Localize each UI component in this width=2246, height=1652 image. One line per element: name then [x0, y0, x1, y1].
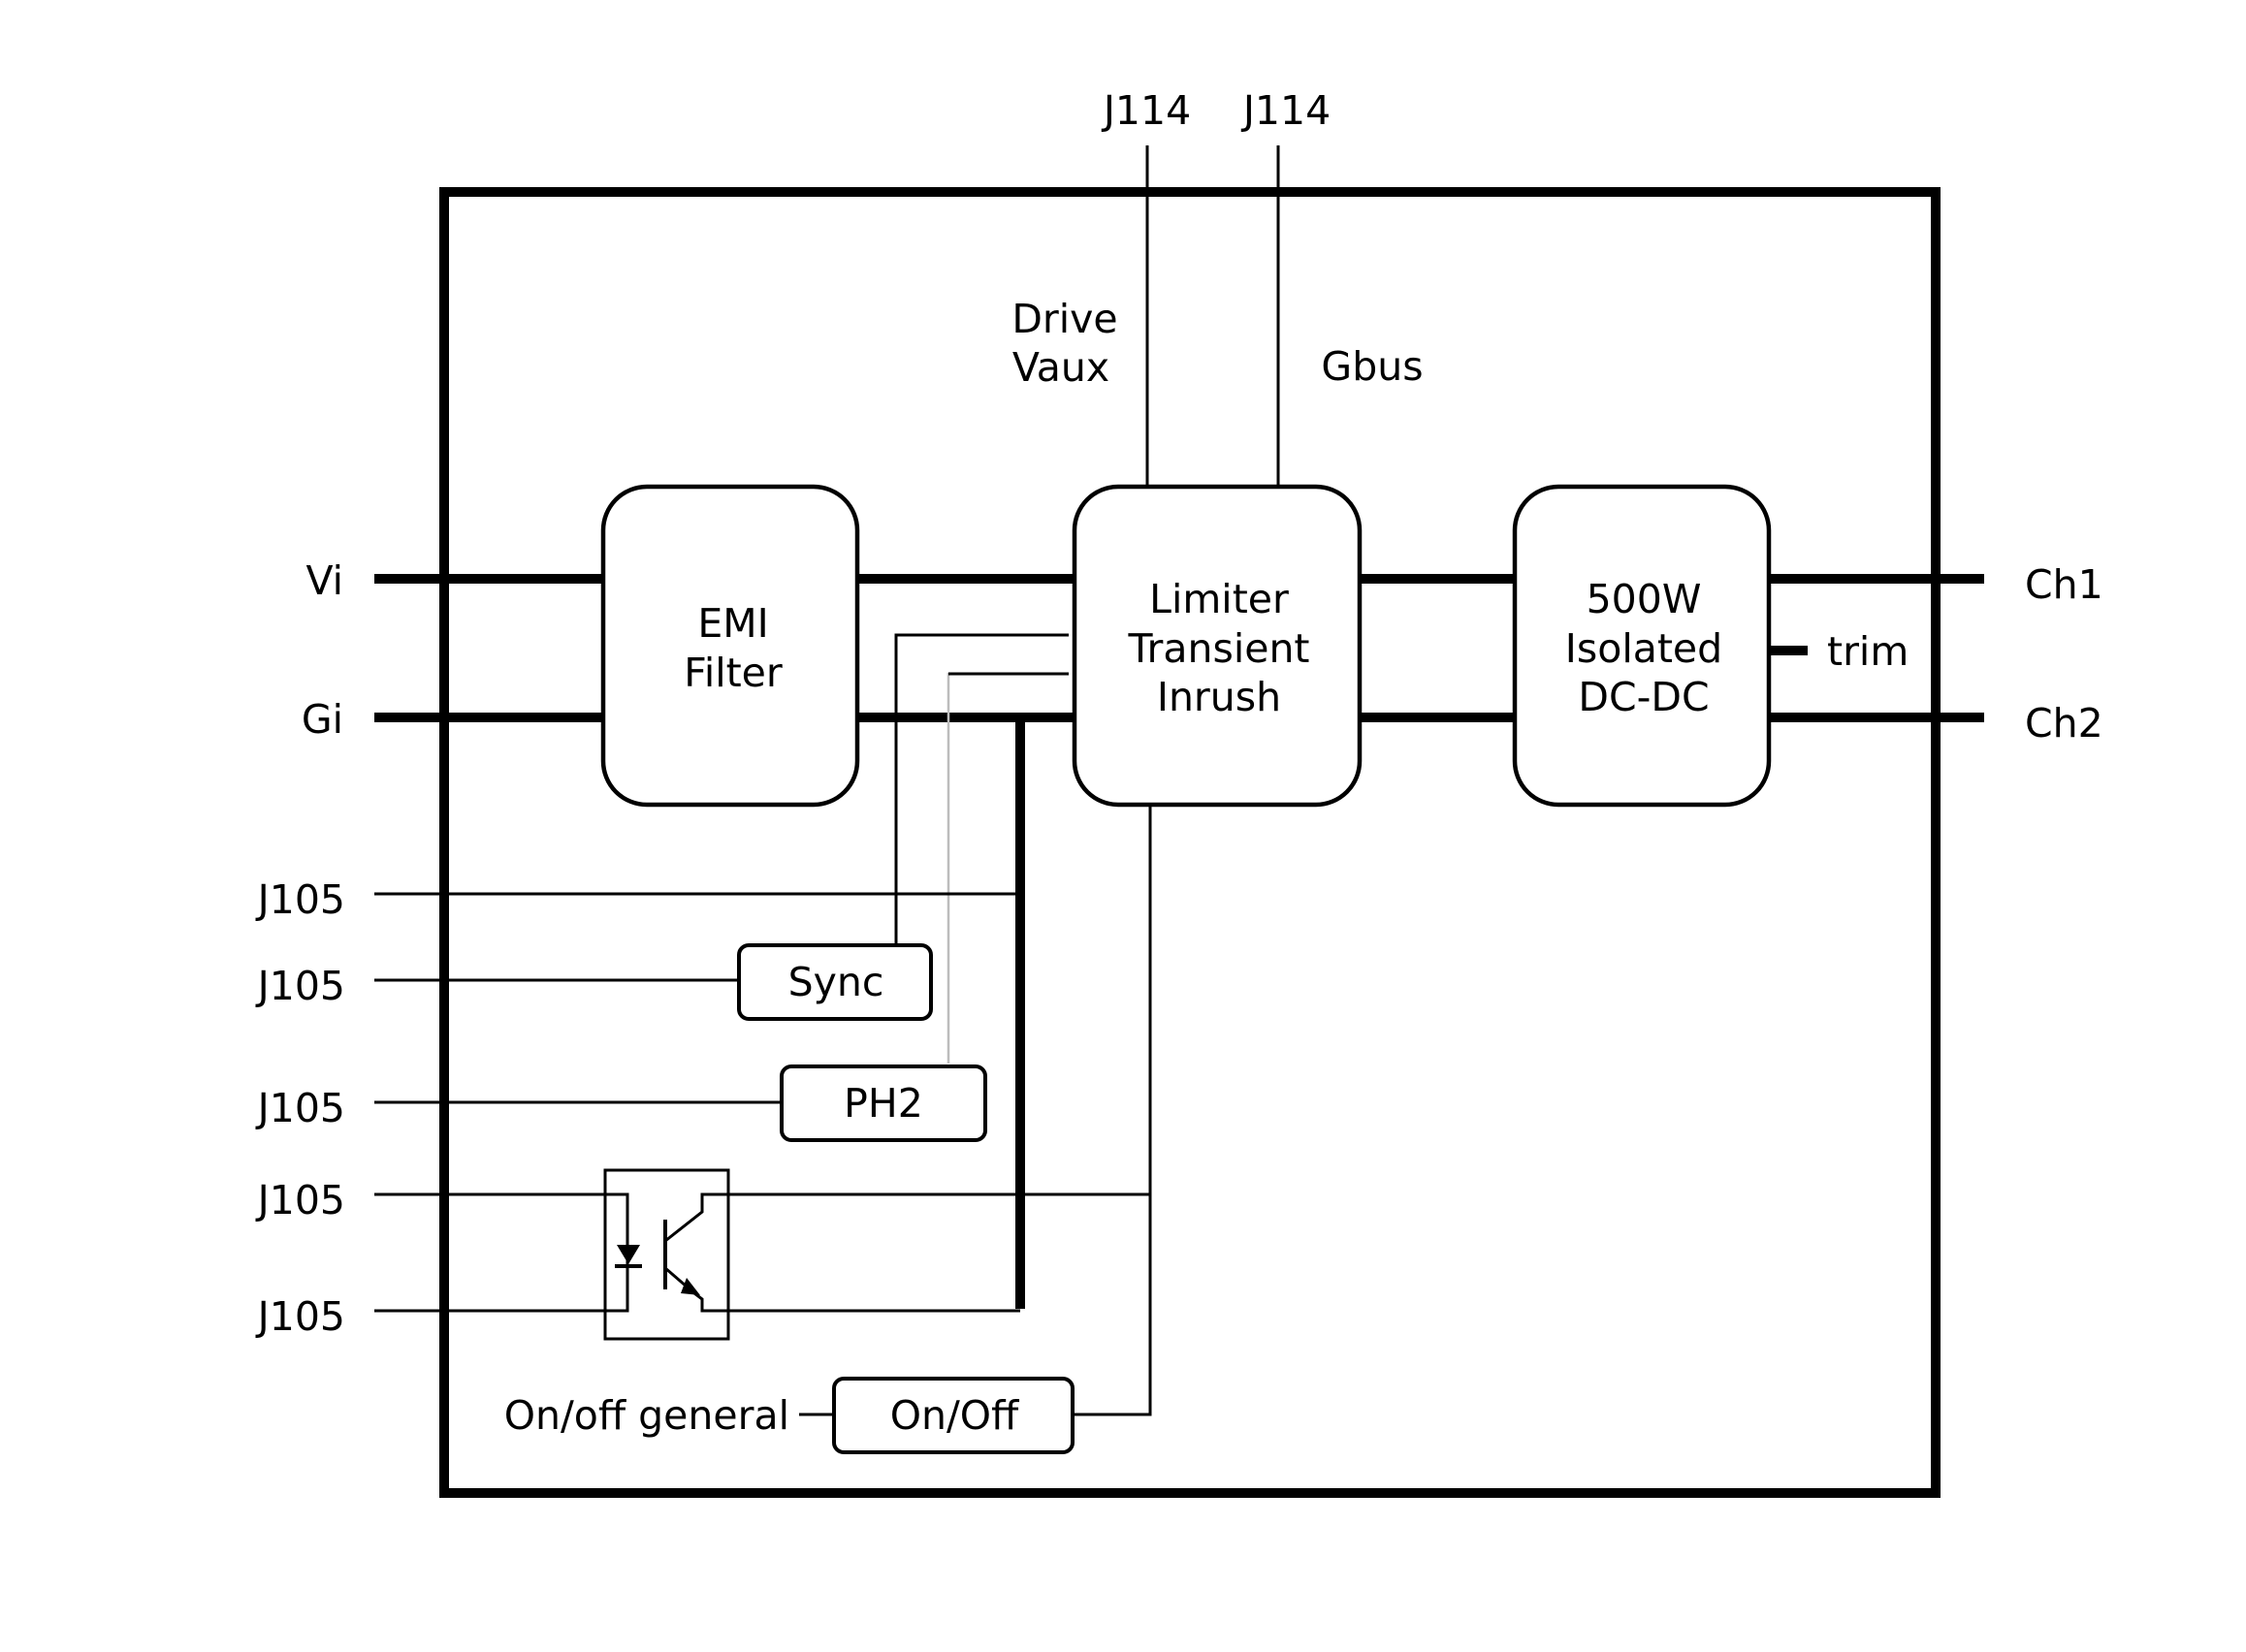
j105-label-3: J105 — [255, 1085, 345, 1131]
dcdc-label-3: DC-DC — [1578, 674, 1709, 720]
ch2-label: Ch2 — [2025, 700, 2103, 747]
j114-label-drive: J114 — [1101, 87, 1191, 134]
trim-label: trim — [1827, 628, 1909, 675]
ch1-label: Ch1 — [2025, 561, 2103, 608]
optocoupler-icon — [594, 1168, 730, 1341]
emi-label-1: EMI — [697, 600, 768, 647]
gbus-label: Gbus — [1321, 343, 1423, 390]
limiter-onoff-line — [1069, 807, 1152, 1416]
j105-line-5 — [374, 1256, 628, 1313]
limiter-label-1: Limiter — [1149, 576, 1289, 622]
j105-label-5: J105 — [255, 1293, 345, 1340]
j105-label-2: J105 — [255, 963, 345, 1009]
limiter-label-3: Inrush — [1157, 674, 1281, 720]
drive-label: Drive — [1011, 296, 1117, 342]
gi-label: Gi — [302, 696, 343, 743]
vi-label: Vi — [305, 557, 343, 604]
j105-label-1: J105 — [255, 876, 345, 923]
emi-label-2: Filter — [684, 650, 783, 696]
j105-line-4 — [374, 1192, 628, 1226]
dcdc-label-1: 500W — [1587, 576, 1702, 622]
limiter-label-2: Transient — [1127, 625, 1309, 672]
module-frame — [439, 187, 1941, 1498]
j105-label-4: J105 — [255, 1177, 345, 1223]
sync-label: Sync — [788, 959, 884, 1005]
emi-filter-block — [600, 484, 860, 808]
dcdc-block — [1512, 484, 1772, 808]
onoff-label: On/Off — [890, 1392, 1020, 1439]
sync-block — [737, 943, 933, 1021]
dcdc-label-2: Isolated — [1565, 625, 1722, 672]
ph2-signal-line — [947, 672, 1069, 1064]
onoff-block — [832, 1377, 1075, 1454]
j114-label-gbus: J114 — [1240, 87, 1331, 134]
onoff-general-label: On/off general — [504, 1392, 789, 1439]
ph2-label: PH2 — [844, 1080, 923, 1127]
limiter-block — [1072, 484, 1363, 808]
ph2-block — [780, 1064, 987, 1142]
vaux-label: Vaux — [1012, 344, 1109, 391]
sync-signal-line — [894, 633, 1069, 943]
